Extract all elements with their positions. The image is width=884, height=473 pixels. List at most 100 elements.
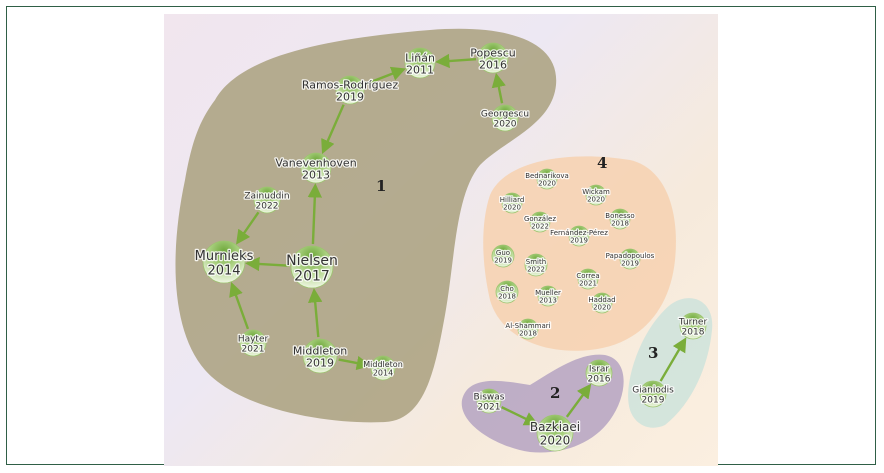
node-year-label: 2018 <box>498 293 516 301</box>
node-author-label: Hayter <box>238 335 269 345</box>
node-year-label: 2020 <box>503 204 521 212</box>
node-year-label: 2022 <box>527 266 545 274</box>
node-year-label: 2020 <box>494 120 517 130</box>
edge-popescu-to-linan <box>435 53 477 69</box>
edge-gianiodis-to-turner <box>659 337 687 382</box>
node-author-label: González <box>524 215 556 223</box>
node-author-label: Guo <box>496 249 510 257</box>
node-year-label: 2019 <box>494 257 512 265</box>
edges-layer <box>229 53 687 426</box>
node-year-label: 2018 <box>682 328 705 338</box>
node-circle <box>568 225 590 247</box>
node-year-label: 2014 <box>207 263 240 278</box>
node-circle <box>300 152 332 184</box>
node-author-label: Ramos-Rodríguez <box>302 78 398 91</box>
cluster-1-region <box>175 28 557 423</box>
cluster-1-number: 1 <box>376 177 386 195</box>
node-author-label: Haddad <box>588 296 615 304</box>
node-author-label: Israr <box>589 365 610 375</box>
node-year-label: 2018 <box>519 330 537 338</box>
node-year-label: 2020 <box>587 196 605 204</box>
node-year-label: 2019 <box>570 237 588 245</box>
node-circle <box>290 245 334 289</box>
node-author-label: Mueller <box>535 289 561 297</box>
cluster-2-region <box>461 354 624 453</box>
node-circle <box>476 388 502 414</box>
node-circle <box>639 380 667 408</box>
node-year-label: 2020 <box>540 433 571 447</box>
node-circle <box>302 338 338 374</box>
edge-hayter-to-murnieks <box>229 281 250 330</box>
node-year-label: 2016 <box>479 58 507 71</box>
node-year-label: 2011 <box>406 63 434 76</box>
edge-biswas-to-bazkiaei <box>501 406 539 426</box>
node-circle <box>202 240 246 284</box>
node-author-label: Smith <box>526 258 546 266</box>
node-author-label: Correa <box>576 272 599 280</box>
node-year-label: 2013 <box>539 297 557 305</box>
node-circle <box>619 248 641 270</box>
node-year-label: 2021 <box>242 345 265 355</box>
node-circle <box>335 75 365 105</box>
node-circle <box>536 168 558 190</box>
node-author-label: Turner <box>678 318 708 328</box>
node-author-label: Murnieks <box>195 249 254 264</box>
node-circle <box>585 359 613 387</box>
cluster-2-number: 2 <box>550 384 560 402</box>
node-author-label: Papadopoulos <box>606 252 655 260</box>
node-circle <box>591 292 613 314</box>
node-author-label: Bazkiaei <box>530 420 580 434</box>
node-circle <box>537 285 559 307</box>
node-circle <box>679 312 707 340</box>
node-author-label: Popescu <box>470 46 515 59</box>
node-year-label: 2019 <box>621 260 639 268</box>
node-circle <box>517 318 539 340</box>
node-circle <box>577 268 599 290</box>
node-author-label: Al-Shammari <box>505 322 550 330</box>
node-year-label: 2021 <box>478 403 501 413</box>
node-circle <box>491 244 515 268</box>
node-year-label: 2013 <box>302 168 330 181</box>
nodes-layer: Liñán2011Popescu2016Georgescu2020Ramos-R… <box>193 42 709 452</box>
node-author-label: Vanevenhoven <box>275 156 356 169</box>
node-author-label: Bednarikova <box>525 172 569 180</box>
node-author-label: Georgescu <box>481 110 529 120</box>
node-year-label: 2022 <box>256 202 279 212</box>
node-author-label: Hilliard <box>500 196 525 204</box>
edge-ramos-to-vanevenhoven <box>321 104 345 155</box>
node-circle <box>477 42 509 74</box>
edge-middleton2019-to-middleton2014 <box>338 355 372 371</box>
node-circle <box>404 47 436 79</box>
